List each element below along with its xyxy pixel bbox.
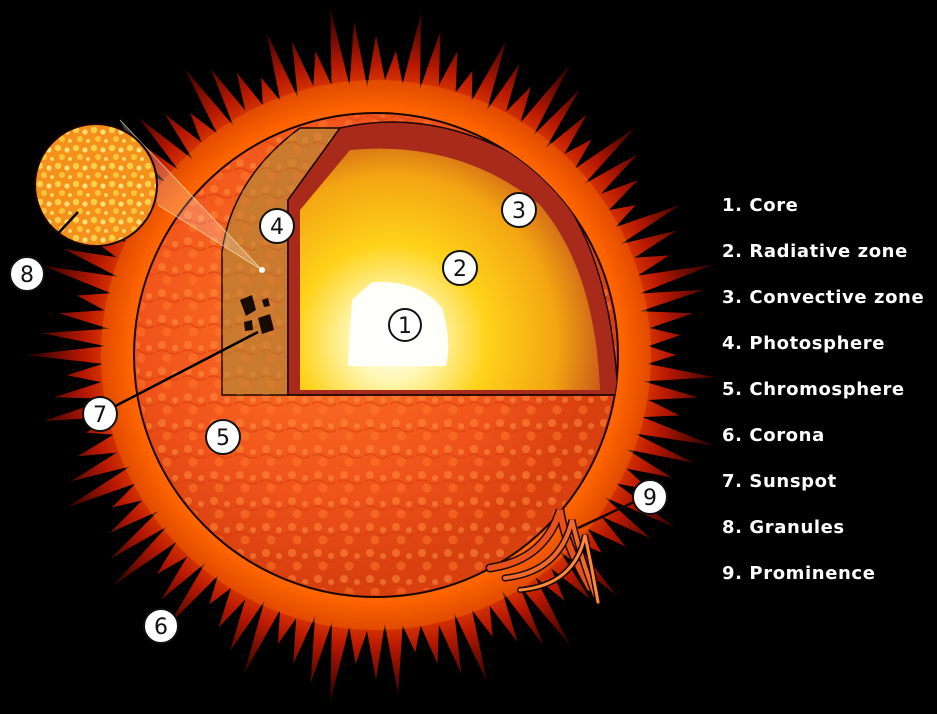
callout-8: 8 <box>10 257 44 291</box>
callout-6: 6 <box>144 609 178 643</box>
callout-4: 4 <box>260 209 294 243</box>
legend-item-convective-zone: 3. Convective zone <box>722 284 924 330</box>
svg-text:3: 3 <box>512 199 526 224</box>
svg-text:8: 8 <box>20 263 34 288</box>
legend-item-chromosphere: 5. Chromosphere <box>722 376 924 422</box>
callout-7: 7 <box>83 397 117 431</box>
legend-item-radiative-zone: 2. Radiative zone <box>722 238 924 284</box>
legend-item-granules: 8. Granules <box>722 514 924 560</box>
svg-text:2: 2 <box>453 257 467 282</box>
legend-item-sunspot: 7. Sunspot <box>722 468 924 514</box>
svg-text:7: 7 <box>93 403 107 428</box>
callout-3: 3 <box>502 193 536 227</box>
svg-text:5: 5 <box>216 426 230 451</box>
callout-5: 5 <box>206 420 240 454</box>
svg-text:6: 6 <box>154 615 168 640</box>
legend-item-photosphere: 4. Photosphere <box>722 330 924 376</box>
svg-text:9: 9 <box>643 486 657 511</box>
svg-text:1: 1 <box>398 314 412 339</box>
granules-sample-point <box>259 267 265 273</box>
svg-text:4: 4 <box>270 215 284 240</box>
callout-2: 2 <box>443 251 477 285</box>
callout-9: 9 <box>633 480 667 514</box>
legend: 1. Core 2. Radiative zone 3. Convective … <box>722 192 924 606</box>
granules <box>35 124 157 246</box>
legend-item-core: 1. Core <box>722 192 924 238</box>
callout-1: 1 <box>389 309 421 341</box>
legend-item-corona: 6. Corona <box>722 422 924 468</box>
legend-item-prominence: 9. Prominence <box>722 560 924 606</box>
